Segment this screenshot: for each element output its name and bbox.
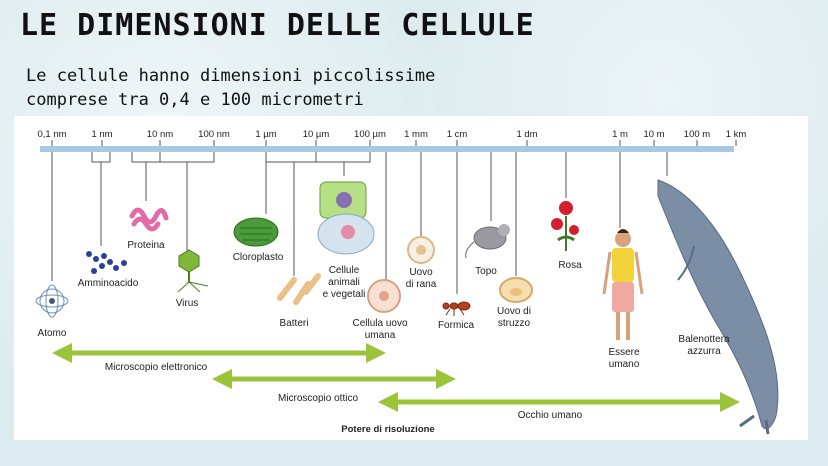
tick-label: 1 mm [404,129,428,140]
bacteria-icon [277,273,321,305]
blue-whale-icon [657,179,779,435]
tick-label: 10 m [643,129,664,140]
human-icon [602,229,644,340]
label-atomo: Atomo [38,328,67,339]
human-egg-cell-icon [367,279,401,313]
tick-marks [51,140,737,146]
tick-label: 100 nm [198,129,230,140]
tick-label: 1 dm [516,129,537,140]
atom-icon [35,284,69,318]
label-cellule-2: animali [328,277,360,288]
label-potere-risoluzione: Potere di risoluzione [341,424,434,435]
chloroplast-icon [233,217,279,247]
label-virus: Virus [176,298,199,309]
label-formica: Formica [438,320,475,331]
tick-label: 100 m [684,129,710,140]
tick-label: 10 nm [147,129,173,140]
ostrich-egg-icon [499,277,533,303]
label-essere-umano-2: umano [609,359,640,370]
virus-icon [177,249,209,293]
label-rosa: Rosa [558,260,582,271]
subtitle-line-1: Le cellule hanno dimensioni piccolissime [26,66,436,86]
tick-label: 1 cm [447,129,468,140]
label-uovo-struzzo-1: Uovo di [497,306,531,317]
label-amminoacido: Amminoacido [78,278,139,289]
ant-icon [442,301,471,316]
label-uovo-rana-1: Uovo [409,267,433,278]
label-cellula-uovo-2: umana [365,330,396,341]
label-microscopio-elettronico: Microscopio elettronico [105,362,208,373]
label-balenottera-2: azzurra [687,346,721,357]
label-cellule-1: Cellule [329,265,360,276]
tick-label: 0,1 nm [37,129,66,140]
label-cloroplasto: Cloroplasto [233,252,284,263]
amino-acid-icon [86,251,127,274]
tick-label: 1 m [612,129,628,140]
rose-icon [551,201,579,251]
label-cellula-uovo-1: Cellula uovo [352,318,407,329]
scale-ticks: 0,1 nm 1 nm 10 nm 100 nm 1 µm 10 µm 100 … [37,129,746,140]
scale-bar [40,146,734,152]
label-cellule-3: e vegetali [323,289,366,300]
tick-label: 1 km [726,129,747,140]
tick-label: 1 µm [255,129,276,140]
label-uovo-rana-2: di rana [406,279,437,290]
label-microscopio-ottico: Microscopio ottico [278,393,358,404]
size-scale-svg: 0,1 nm 1 nm 10 nm 100 nm 1 µm 10 µm 100 … [35,129,779,435]
label-topo: Topo [475,266,497,277]
connector-lines [51,152,668,294]
label-proteina: Proteina [127,240,165,251]
protein-icon [129,207,169,232]
tick-label: 1 nm [91,129,112,140]
cells-icon [317,181,375,255]
frog-egg-icon [407,236,435,264]
mouse-icon [465,224,510,259]
label-occhio-umano: Occhio umano [518,410,583,421]
tick-label: 10 µm [303,129,330,140]
size-scale-figure: 0,1 nm 1 nm 10 nm 100 nm 1 µm 10 µm 100 … [14,116,808,440]
slide-subtitle: Le cellule hanno dimensioni piccolissime… [26,64,435,112]
label-uovo-struzzo-2: struzzo [498,318,531,329]
tick-label: 100 µm [354,129,386,140]
slide-title: LE DIMENSIONI DELLE CELLULE [20,8,535,43]
label-essere-umano-1: Essere [608,347,640,358]
subtitle-line-2: comprese tra 0,4 e 100 micrometri [26,90,364,110]
label-batteri: Batteri [280,318,309,329]
label-balenottera-1: Balenottera [678,334,730,345]
